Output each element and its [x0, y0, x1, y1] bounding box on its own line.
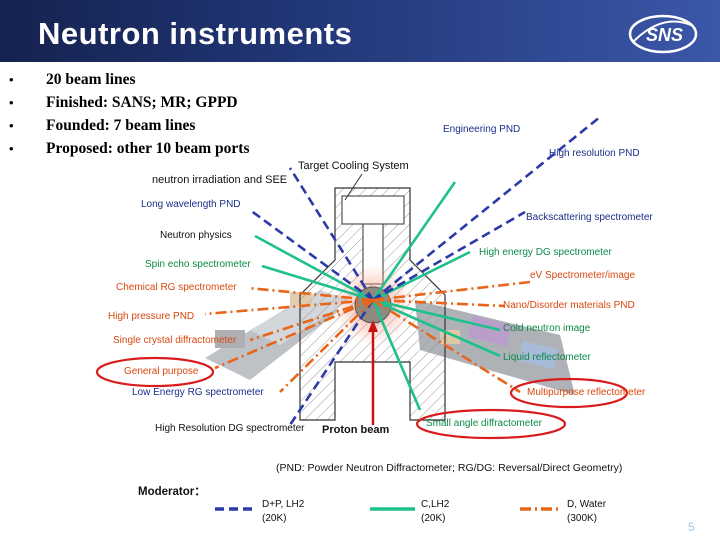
- bullet-item: •Proposed: other 10 beam ports: [6, 137, 250, 160]
- cold-neutron-label: Cold neutron image: [503, 323, 591, 334]
- multipurpose-highlight: [509, 377, 629, 409]
- title-bar: Neutron instruments SNS: [0, 0, 720, 62]
- proton-beam-arrow: [368, 320, 378, 425]
- liquid-reflectometer-label: Liquid reflectometer: [503, 352, 591, 363]
- abbreviation-note: (PND: Powder Neutron Diffractometer; RG/…: [276, 462, 623, 474]
- high-energy-dg-label: High energy DG spectrometer: [479, 247, 612, 258]
- target-building: [299, 187, 446, 421]
- bullet-item: •Founded: 7 beam lines: [6, 114, 250, 137]
- target-cooling-label: Target Cooling System: [298, 160, 409, 172]
- nano-disorder-label: Nano/Disorder materials PND: [503, 300, 635, 311]
- legend-item-d-water: D, Water (300K): [567, 499, 607, 524]
- multipurpose-reflectometer-label: Multipurpose reflectometer: [527, 387, 646, 398]
- bullet-dot-icon: •: [9, 118, 14, 133]
- sns-logo: SNS: [628, 14, 698, 54]
- bullet-dot-icon: •: [9, 95, 14, 110]
- dp-lh2-beamlines: [249, 115, 601, 426]
- bullet-item: •20 beam lines: [6, 68, 250, 91]
- logo-text: SNS: [646, 25, 683, 45]
- bullet-list: •20 beam lines •Finished: SANS; MR; GPPD…: [6, 68, 250, 160]
- high-resolution-dg-label: High Resolution DG spectrometer: [155, 423, 305, 434]
- page-number: 5: [688, 520, 695, 534]
- neutron-irradiation-label: neutron irradiation and SEE: [152, 174, 288, 186]
- single-crystal-label: Single crystal diffractometer: [113, 335, 237, 346]
- small-angle-label: Small angle diffractometer: [426, 418, 542, 429]
- bullet-dot-icon: •: [9, 141, 14, 156]
- neutron-physics-label: Neutron physics: [160, 230, 232, 241]
- c-lh2-beamlines: [254, 181, 501, 411]
- legend-item-dp-lh2: D+P, LH2 (20K): [262, 499, 305, 524]
- proton-beam-label: Proton beam: [322, 424, 390, 436]
- general-purpose-label: General purpose: [124, 366, 199, 377]
- d-water-beamlines: [204, 280, 531, 394]
- high-pressure-label: High pressure PND: [108, 311, 195, 322]
- general-purpose-highlight: [95, 356, 215, 388]
- spin-echo-label: Spin echo spectrometer: [145, 259, 251, 270]
- low-energy-rg-label: Low Energy RG spectrometer: [132, 387, 264, 398]
- bullet-dot-icon: •: [9, 72, 14, 87]
- slide-title: Neutron instruments: [38, 16, 353, 51]
- backscattering-label: Backscattering spectrometer: [526, 212, 653, 223]
- moderator-legend-title: Moderator：: [138, 486, 206, 498]
- high-resolution-pnd-label: High resolution PND: [549, 148, 640, 159]
- long-wavelength-pnd-label: Long wavelength PND: [141, 199, 241, 210]
- bullet-item: •Finished: SANS; MR; GPPD: [6, 91, 250, 114]
- ev-spectrometer-label: eV Spectrometer/image: [530, 270, 636, 281]
- engineering-pnd-label: Engineering PND: [443, 124, 521, 135]
- target-cooling-leader: [344, 173, 363, 201]
- small-angle-highlight: [415, 408, 567, 440]
- chemical-rg-label: Chemical RG spectrometer: [116, 282, 237, 293]
- legend-item-c-lh2: C,LH2 (20K): [421, 499, 450, 524]
